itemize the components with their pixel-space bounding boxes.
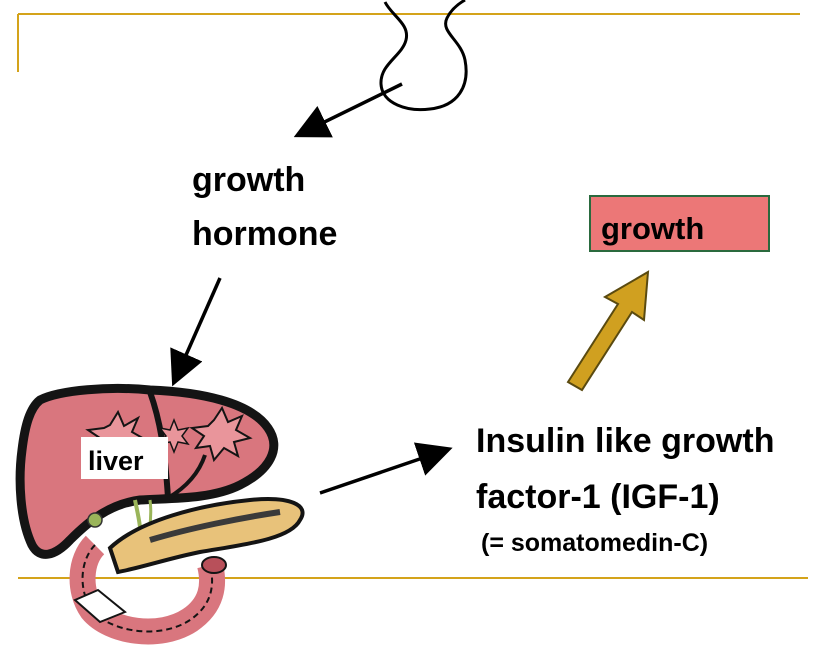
arrow-pituitary-to-gh [293,82,403,138]
liver-label: liver [88,446,144,476]
pituitary-gland-icon [379,0,468,112]
liver-pancreas-illustration [15,383,305,645]
big-arrow-to-growth [566,270,650,392]
arrow-gh-to-liver [170,277,222,387]
igf-alias-label: (= somatomedin-C) [481,529,709,557]
growth-target-label: growth [601,211,705,246]
liver-label-box: liver [81,437,168,479]
growth-hormone-label-line1: growth [192,161,306,199]
growth-target-box: growth [589,195,770,252]
igf-label-line2: factor-1 (IGF-1) [476,478,720,516]
igf-label-line1: Insulin like growth [476,422,775,460]
growth-hormone-label-line2: hormone [192,215,338,253]
arrow-liver-to-igf [319,442,453,495]
